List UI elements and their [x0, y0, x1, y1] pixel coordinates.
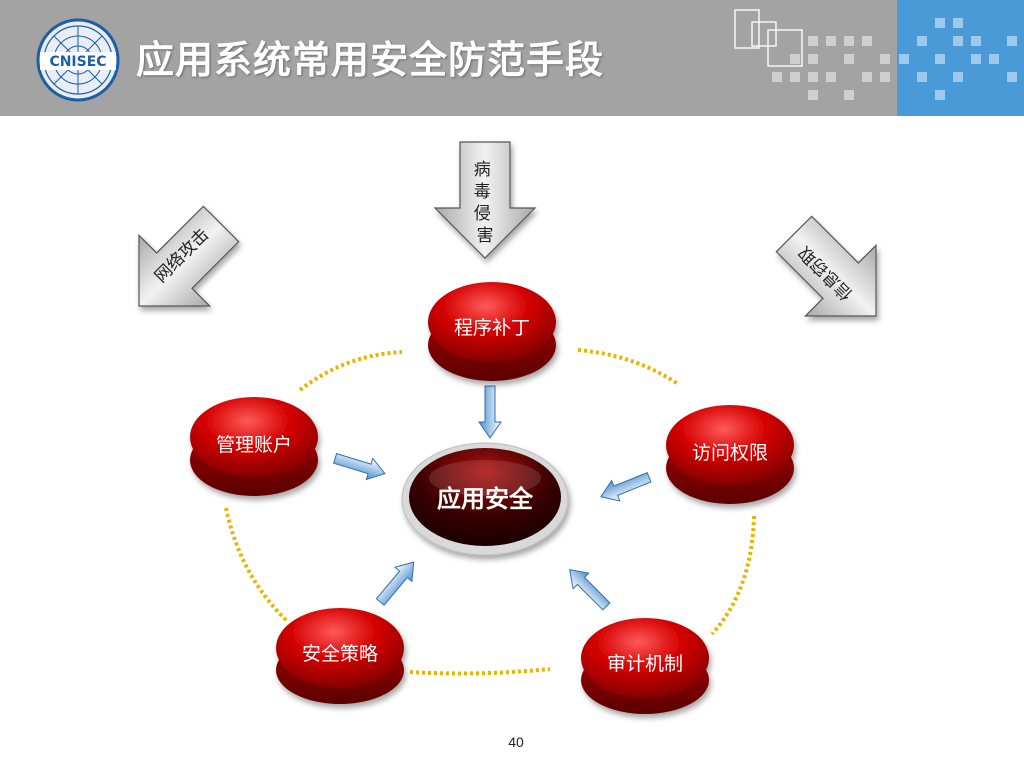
node-account-management: 管理账户 — [190, 397, 318, 496]
svg-text:病 毒 侵 害: 病 毒 侵 害 — [474, 160, 496, 246]
page-number: 40 — [508, 734, 524, 750]
threat-arrow-network-attack: 网络攻击 — [138, 205, 240, 307]
node-label: 管理账户 — [216, 434, 292, 456]
node-label: 审计机制 — [607, 653, 683, 675]
blue-arrow — [333, 452, 386, 481]
page-title: 应用系统常用安全防范手段 — [136, 38, 605, 82]
threat-arrow-virus: 病 毒 侵 害 — [433, 141, 537, 259]
threat-label-char: 害 — [477, 226, 494, 246]
cnisec-logo: CNISEC — [36, 18, 120, 102]
security-diagram: 病 毒 侵 害 网络攻击 信息窃取 — [138, 141, 877, 714]
node-security-policy: 安全策略 — [276, 608, 404, 704]
node-label: 安全策略 — [302, 643, 378, 665]
threat-label-char: 毒 — [474, 182, 491, 202]
threat-arrow-info-theft: 信息窃取 — [775, 215, 877, 317]
node-access-rights: 访问权限 — [666, 405, 794, 504]
header-bar: CNISEC 应用系统常用安全防范手段 — [0, 0, 1024, 116]
threat-label-char: 侵 — [474, 204, 491, 224]
blue-arrow — [375, 561, 415, 606]
blue-arrow — [600, 471, 652, 502]
node-audit-mechanism: 审计机制 — [581, 618, 709, 714]
node-label: 程序补丁 — [454, 317, 530, 339]
blue-arrows — [333, 385, 652, 611]
dotted-ring — [224, 348, 756, 676]
node-program-patch: 程序补丁 — [428, 282, 556, 381]
blue-arrow — [478, 385, 502, 439]
threat-label-char: 病 — [474, 160, 491, 180]
header-decoration — [734, 9, 1017, 100]
node-label: 访问权限 — [692, 442, 768, 464]
logo-text: CNISEC — [49, 54, 106, 70]
center-label: 应用安全 — [437, 485, 534, 513]
blue-arrow — [568, 568, 611, 611]
center-node: 应用安全 — [401, 442, 569, 556]
